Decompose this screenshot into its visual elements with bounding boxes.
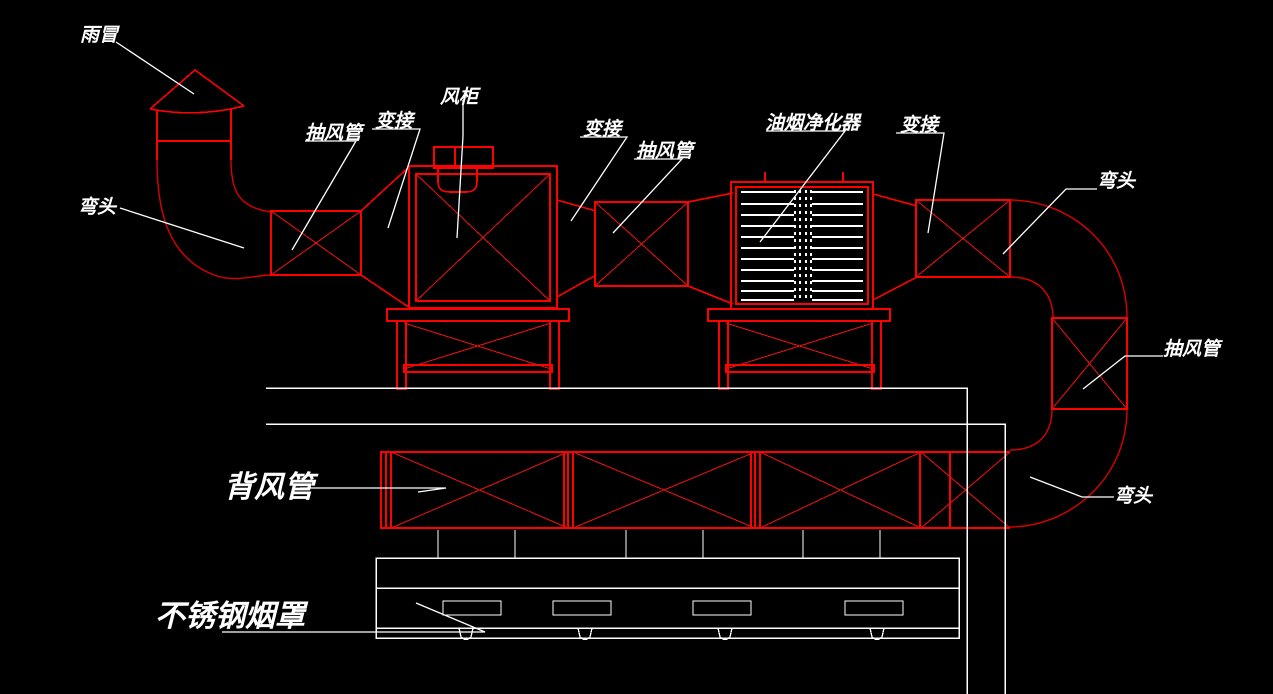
hood-connector-risers — [437, 530, 881, 558]
duct-right-horizontal — [915, 199, 1011, 278]
elbow-top-right-component — [1009, 199, 1128, 319]
label-elbow-top-right: 弯头 — [1097, 170, 1136, 192]
purifier-component — [730, 172, 874, 310]
label-duct-3: 抽风管 — [1163, 338, 1221, 360]
label-return-duct: 背风管 — [224, 470, 314, 505]
label-elbow-bot-right: 弯头 — [1114, 485, 1153, 507]
duct-1-component — [270, 210, 362, 276]
transition-2-component — [556, 199, 597, 298]
transition-1-component — [360, 165, 411, 309]
label-duct-1: 抽风管 — [305, 122, 363, 144]
transition-3-component — [872, 193, 918, 301]
label-transition-1: 变接 — [375, 110, 414, 132]
duct-2-component — [594, 201, 689, 287]
label-elbow-left: 弯头 — [78, 196, 117, 218]
label-transition-3: 变接 — [900, 114, 939, 136]
leader-lines — [115, 41, 1163, 633]
elbow-left-component — [156, 159, 273, 280]
transition-purifier-in — [687, 192, 734, 305]
duct-3-component — [1051, 317, 1128, 410]
fan-cabinet-component — [408, 146, 558, 309]
stand-purifier — [707, 308, 891, 390]
wall-reference-lines — [266, 387, 1006, 694]
label-transition-2: 变接 — [583, 118, 622, 140]
hood-component — [375, 557, 960, 641]
purifier-dotted-columns — [794, 190, 812, 302]
label-hood: 不锈钢烟罩 — [155, 599, 305, 634]
elbow-bot-right-component — [1009, 408, 1128, 528]
label-fan-cabinet: 风柜 — [440, 86, 479, 108]
rain-cap-component — [149, 68, 245, 114]
purifier-plates — [741, 191, 863, 301]
label-rain-cap: 雨冒 — [80, 24, 119, 46]
label-duct-2: 抽风管 — [636, 140, 694, 162]
vertical-stack — [156, 108, 232, 160]
label-purifier: 油烟净化器 — [765, 112, 861, 134]
stand-fan-cabinet — [386, 308, 570, 390]
return-duct-component — [380, 451, 1011, 529]
